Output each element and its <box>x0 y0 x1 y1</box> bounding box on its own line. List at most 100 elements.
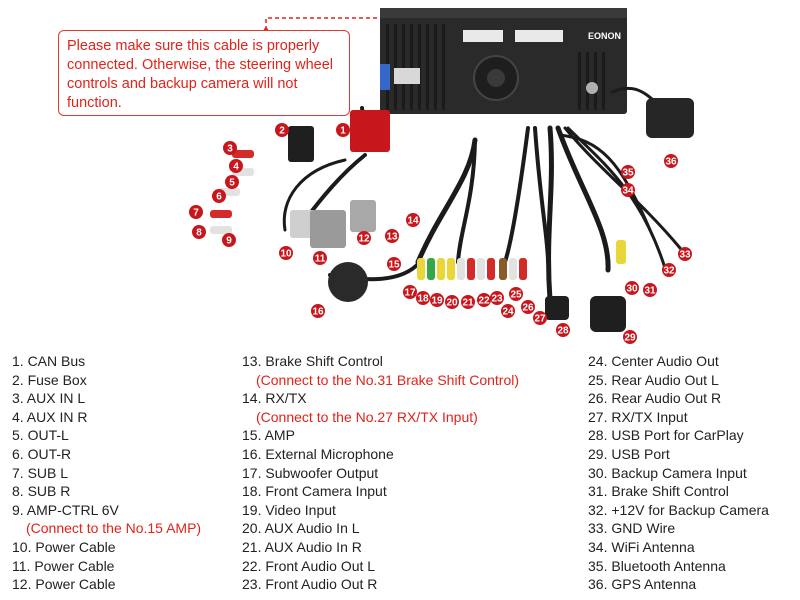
callout-21: 21 <box>461 295 475 309</box>
callout-9: 9 <box>222 233 236 247</box>
callout-28: 28 <box>556 323 570 337</box>
svg-text:30: 30 <box>626 284 638 295</box>
callout-22: 22 <box>477 293 491 307</box>
brand-logo: EONON <box>588 31 621 41</box>
callout-15: 15 <box>387 257 401 271</box>
legend-note: (Connect to the No.15 AMP) <box>26 520 202 537</box>
legend-item: 25. Rear Audio Out L <box>588 371 719 388</box>
legend-item: 9. AMP-CTRL 6V <box>12 501 119 518</box>
svg-text:20: 20 <box>446 298 458 309</box>
callout-16: 16 <box>311 304 325 318</box>
head-unit: EONON <box>380 8 627 114</box>
legend-item: 24. Center Audio Out <box>588 353 719 369</box>
svg-text:11: 11 <box>315 254 326 265</box>
callout-29: 29 <box>623 330 637 344</box>
legend-column-2: 13. Brake Shift Control(Connect to the N… <box>242 352 519 594</box>
svg-text:27: 27 <box>534 314 546 325</box>
svg-text:26: 26 <box>522 303 534 314</box>
callout-4: 4 <box>229 159 243 173</box>
svg-text:25: 25 <box>510 290 522 301</box>
callout-11: 11 <box>313 251 327 265</box>
callout-36: 36 <box>664 154 678 168</box>
wiring-diagram: EONON <box>189 8 694 344</box>
callout-6: 6 <box>212 189 226 203</box>
callout-19: 19 <box>430 293 444 307</box>
legend-item: 27. RX/TX Input <box>588 408 688 425</box>
svg-text:9: 9 <box>226 236 232 247</box>
legend-item: 6. OUT-R <box>12 445 72 462</box>
callout-10: 10 <box>279 246 293 260</box>
svg-text:4: 4 <box>233 162 239 173</box>
warning-text: Please make sure this cable is properly … <box>67 38 333 111</box>
legend-item: 33. GND Wire <box>588 520 676 537</box>
legend-item: 5. OUT-L <box>12 427 69 444</box>
callout-13: 13 <box>385 229 399 243</box>
legend-item: 16. External Microphone <box>242 445 394 462</box>
svg-text:17: 17 <box>404 288 416 299</box>
svg-text:36: 36 <box>665 157 677 168</box>
legend-item: 19. Video Input <box>242 501 336 518</box>
svg-text:5: 5 <box>229 178 235 189</box>
legend-item: 30. Backup Camera Input <box>588 464 747 481</box>
legend-item: 8. SUB R <box>12 483 71 500</box>
callout-33: 33 <box>678 247 692 261</box>
legend-item: 28. USB Port for CarPlay <box>588 427 744 444</box>
callout-badges: 1 2 3 4 5 6 7 8 9 10 11 12 13 14 15 16 1… <box>189 123 692 344</box>
legend-item: 32. +12V for Backup Camera <box>588 501 769 518</box>
legend-note: (Connect to the No.31 Brake Shift Contro… <box>256 371 520 388</box>
svg-text:34: 34 <box>622 186 634 197</box>
legend-item: 35. Bluetooth Antenna <box>588 557 726 574</box>
callout-31: 31 <box>643 283 657 297</box>
callout-34: 34 <box>621 183 635 197</box>
legend-item: 18. Front Camera Input <box>242 483 387 500</box>
legend-item: 12. Power Cable <box>12 576 116 593</box>
legend-item: 36. GPS Antenna <box>588 576 697 593</box>
svg-text:1: 1 <box>340 126 346 137</box>
callout-12: 12 <box>357 231 371 245</box>
callout-35: 35 <box>621 165 635 179</box>
callout-14: 14 <box>406 213 420 227</box>
callout-23: 23 <box>490 291 504 305</box>
legend-item: 22. Front Audio Out L <box>242 557 376 574</box>
legend-item: 11. Power Cable <box>12 557 115 574</box>
legend-item: 4. AUX IN R <box>12 408 88 425</box>
callout-2: 2 <box>275 123 289 137</box>
legend-item: 26. Rear Audio Out R <box>588 390 722 407</box>
svg-text:6: 6 <box>216 192 222 203</box>
svg-text:8: 8 <box>196 228 202 239</box>
callout-18: 18 <box>416 291 430 305</box>
svg-text:32: 32 <box>663 266 675 277</box>
svg-text:35: 35 <box>622 168 634 179</box>
svg-text:31: 31 <box>644 286 656 297</box>
svg-text:33: 33 <box>679 250 691 261</box>
svg-text:23: 23 <box>491 294 503 305</box>
callout-25: 25 <box>509 287 523 301</box>
legend-item: 23. Front Audio Out R <box>242 576 378 593</box>
accessories <box>328 98 694 332</box>
svg-text:7: 7 <box>193 208 199 219</box>
svg-text:21: 21 <box>462 298 474 309</box>
callout-26: 26 <box>521 300 535 314</box>
svg-text:22: 22 <box>478 296 490 307</box>
svg-text:10: 10 <box>280 249 292 260</box>
callout-32: 32 <box>662 263 676 277</box>
callout-30: 30 <box>625 281 639 295</box>
legend-item: 14. RX/TX <box>242 390 307 407</box>
svg-text:29: 29 <box>624 333 636 344</box>
legend-item: 34. WiFi Antenna <box>588 538 695 555</box>
svg-text:24: 24 <box>502 307 514 318</box>
legend-item: 10. Power Cable <box>12 538 116 555</box>
legend-item: 15. AMP <box>242 427 295 444</box>
legend-item: 21. AUX Audio In R <box>242 538 362 555</box>
svg-text:18: 18 <box>417 294 429 305</box>
callout-5: 5 <box>225 175 239 189</box>
legend-item: 20. AUX Audio In L <box>242 520 360 537</box>
callout-17: 17 <box>403 285 417 299</box>
callout-27: 27 <box>533 311 547 325</box>
legend-item: 2. Fuse Box <box>12 371 87 388</box>
legend-item: 1. CAN Bus <box>12 353 86 369</box>
legend-item: 17. Subwoofer Output <box>242 464 379 481</box>
svg-text:19: 19 <box>431 296 443 307</box>
callout-8: 8 <box>192 225 206 239</box>
legend-item: 3. AUX IN L <box>12 390 86 407</box>
